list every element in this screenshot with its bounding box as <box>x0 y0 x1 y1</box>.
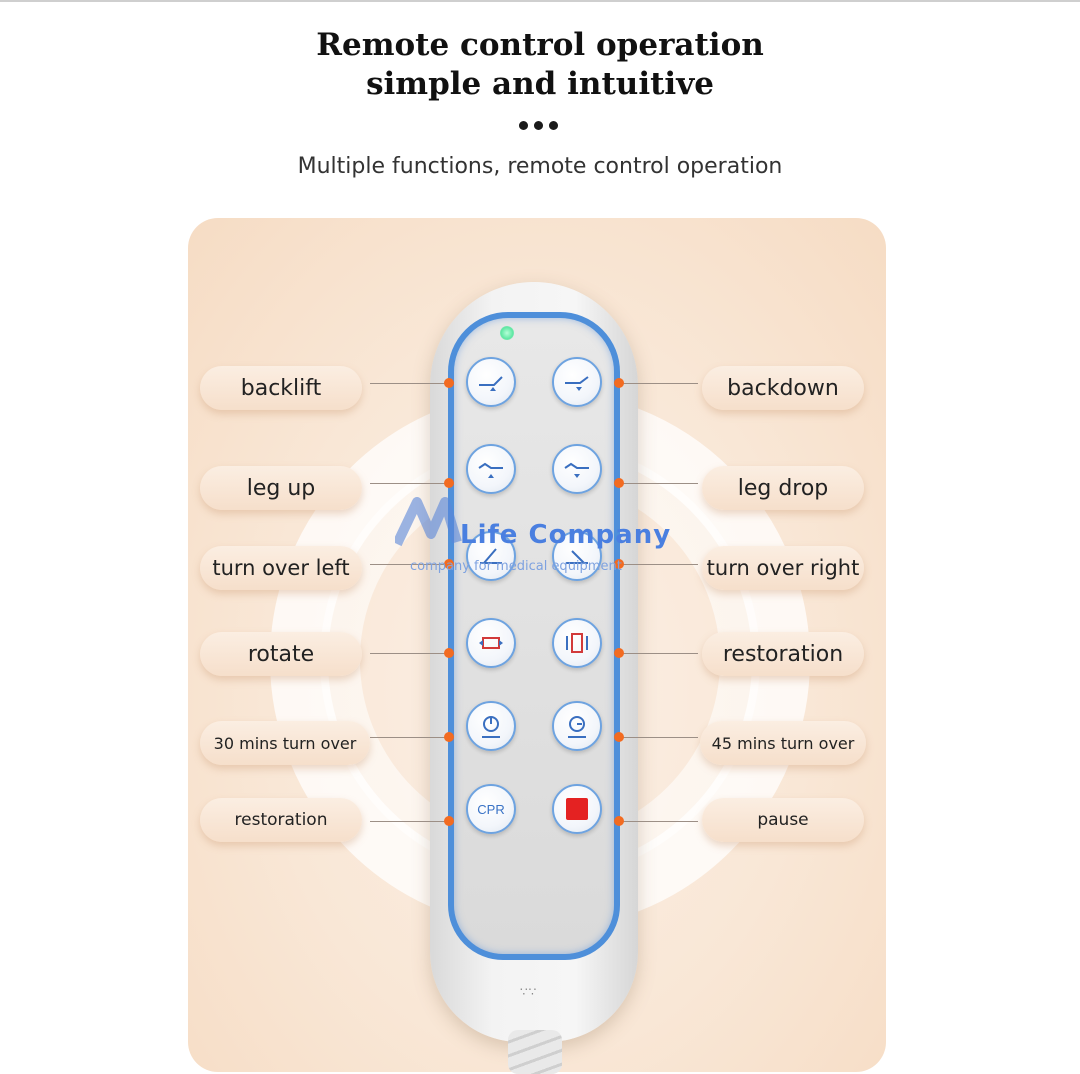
connector-line <box>370 564 448 565</box>
leg-up-icon <box>478 462 503 478</box>
connector-line <box>620 653 698 654</box>
cpr-label: CPR <box>477 801 505 817</box>
page-title: Remote control operation simple and intu… <box>0 26 1080 104</box>
connector-dot <box>444 378 454 388</box>
remote-cord <box>508 1030 562 1074</box>
label-leg-drop: leg drop <box>702 466 864 510</box>
connector-dot <box>444 816 454 826</box>
page-subtitle: Multiple functions, remote control opera… <box>297 154 783 179</box>
connector-line <box>370 383 448 384</box>
label-restoration-right: restoration <box>702 632 864 676</box>
leg-drop-button[interactable] <box>552 444 602 494</box>
connector-dot <box>444 559 454 569</box>
label-pause: pause <box>702 798 864 842</box>
watermark-brand-b: Company <box>528 520 672 550</box>
connector-dot <box>444 478 454 488</box>
label-turn-over-left: turn over left <box>200 546 362 590</box>
label-backdown: backdown <box>702 366 864 410</box>
title-line-1: Remote control operation <box>316 27 764 63</box>
connector-dot <box>444 732 454 742</box>
turn-right-icon <box>566 550 588 564</box>
watermark-brand: Life Company <box>460 520 671 550</box>
leg-drop-icon <box>564 462 589 478</box>
connector-dot <box>614 732 624 742</box>
connector-dot <box>614 559 624 569</box>
label-leg-up: leg up <box>200 466 362 510</box>
connector-line <box>370 821 448 822</box>
connector-line <box>370 737 448 738</box>
label-rotate: rotate <box>200 632 362 676</box>
connector-dot <box>614 816 624 826</box>
connector-dot <box>444 648 454 658</box>
timer-45-icon <box>568 716 586 738</box>
backdown-button[interactable] <box>552 357 602 407</box>
turn-left-icon <box>480 548 502 564</box>
label-45-mins: 45 mins turn over <box>700 721 866 765</box>
watermark-brand-a: Life <box>460 520 519 550</box>
turn-45-mins-button[interactable] <box>552 701 602 751</box>
label-turn-over-right: turn over right <box>702 546 864 590</box>
connector-line <box>620 383 698 384</box>
top-divider <box>0 0 1080 2</box>
backdown-icon <box>565 376 589 391</box>
connector-line <box>370 483 448 484</box>
connector-line <box>370 653 448 654</box>
backlift-button[interactable] <box>466 357 516 407</box>
connector-line <box>620 821 698 822</box>
speaker-grille: ∵∵ <box>520 985 538 999</box>
turn-30-mins-button[interactable] <box>466 701 516 751</box>
backlift-icon <box>479 376 503 391</box>
label-30-mins: 30 mins turn over <box>200 721 370 765</box>
connector-line <box>620 483 698 484</box>
connector-line <box>620 737 698 738</box>
connector-dot <box>614 648 624 658</box>
rotate-icon <box>479 637 503 649</box>
rotate-button[interactable] <box>466 618 516 668</box>
label-restoration-left: restoration <box>200 798 362 842</box>
pause-button[interactable] <box>552 784 602 834</box>
timer-30-icon <box>482 716 500 738</box>
stop-icon <box>566 798 588 820</box>
leg-up-button[interactable] <box>466 444 516 494</box>
title-line-2: simple and intuitive <box>366 66 714 102</box>
restoration-right-button[interactable] <box>552 618 602 668</box>
turn-over-left-button[interactable] <box>466 531 516 581</box>
cpr-button[interactable]: CPR <box>466 784 516 834</box>
restoration-icon <box>566 633 588 653</box>
connector-dot <box>614 478 624 488</box>
turn-over-right-button[interactable] <box>552 531 602 581</box>
connector-dot <box>614 378 624 388</box>
watermark-tagline: company for medical equipment <box>410 559 622 574</box>
decorative-dots <box>519 121 558 130</box>
label-backlift: backlift <box>200 366 362 410</box>
connector-line <box>620 564 698 565</box>
power-led-indicator <box>500 326 514 340</box>
